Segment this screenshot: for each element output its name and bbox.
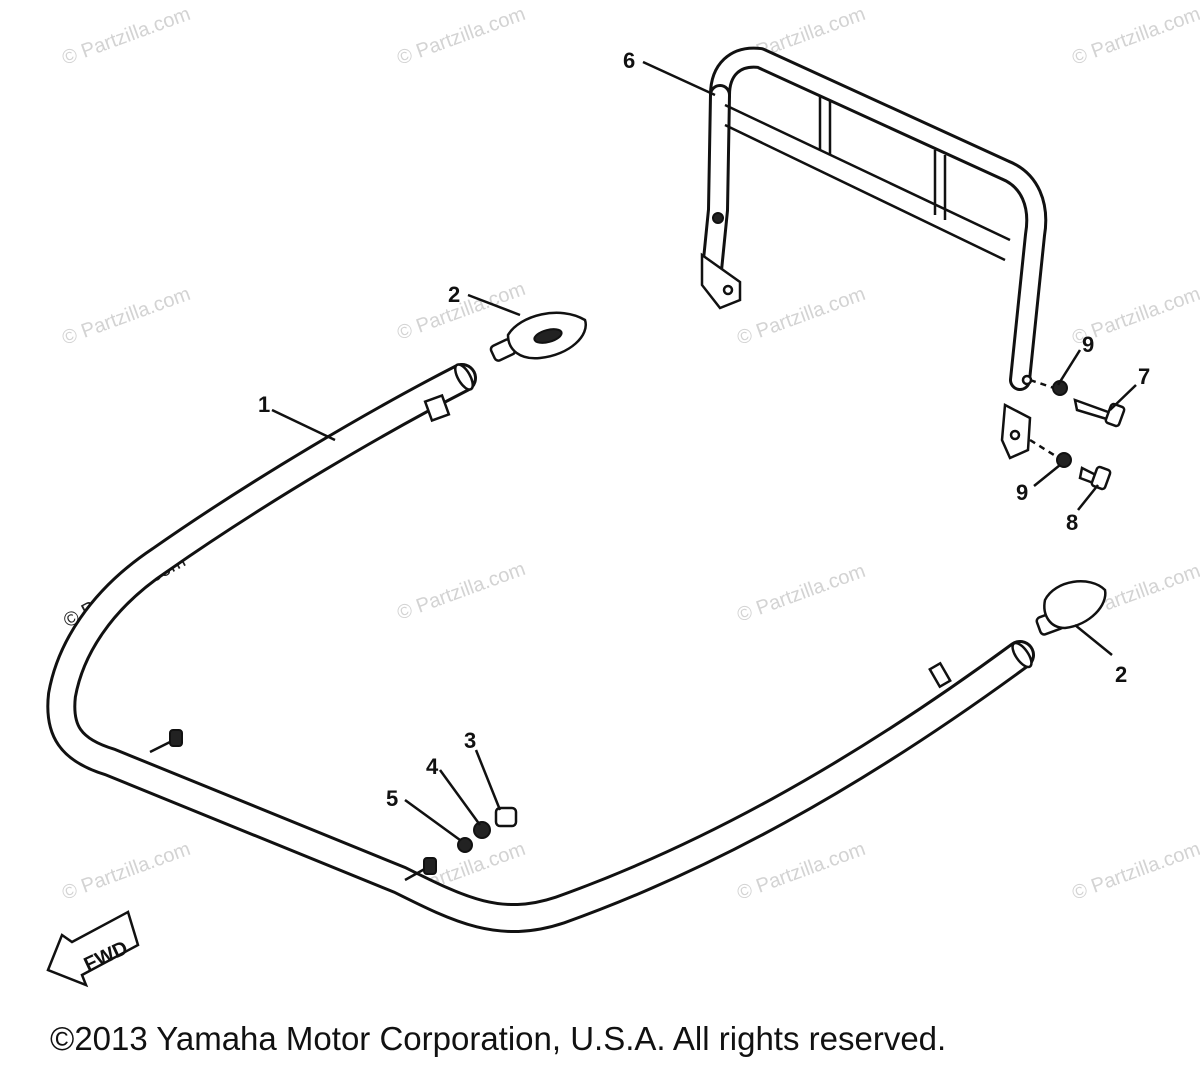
callout-9-lower: 9 — [1016, 480, 1028, 505]
watermark: © Partzilla.com — [734, 283, 868, 350]
guard-fasteners — [457, 806, 518, 853]
watermark: © Partzilla.com — [59, 283, 193, 350]
callout-labels: 6 2 1 9 7 9 8 2 3 4 5 — [258, 48, 1150, 811]
rear-rack — [700, 46, 1048, 460]
marker-light-lower — [1035, 580, 1107, 636]
callout-3: 3 — [464, 728, 476, 753]
callout-5: 5 — [386, 786, 398, 811]
watermark: © Partzilla.com — [394, 3, 528, 70]
rack-fasteners — [1029, 378, 1126, 491]
callout-7: 7 — [1138, 364, 1150, 389]
watermark: © Partzilla.com — [394, 558, 528, 625]
callout-8: 8 — [1066, 510, 1078, 535]
callout-2-lower: 2 — [1115, 662, 1127, 687]
watermark: © Partzilla.com — [59, 838, 193, 905]
marker-light-upper — [489, 311, 587, 362]
callout-4: 4 — [426, 754, 439, 779]
watermark: © Partzilla.com — [734, 838, 868, 905]
callout-1: 1 — [258, 392, 270, 417]
watermark: © Partzilla.com — [1069, 3, 1200, 70]
callout-9-upper: 9 — [1082, 332, 1094, 357]
watermark: © Partzilla.com — [734, 560, 868, 627]
watermark: © Partzilla.com — [1069, 838, 1200, 905]
forward-direction-arrow: FWD — [46, 910, 140, 988]
copyright-notice: ©2013 Yamaha Motor Corporation, U.S.A. A… — [50, 1020, 947, 1057]
callout-2-upper: 2 — [448, 282, 460, 307]
front-guard-tube — [46, 363, 1035, 934]
callout-6: 6 — [623, 48, 635, 73]
watermark-layer: © Partzilla.com © Partzilla.com © Partzi… — [59, 3, 1200, 905]
watermark: © Partzilla.com — [59, 3, 193, 70]
leader-lines — [271, 60, 1137, 842]
